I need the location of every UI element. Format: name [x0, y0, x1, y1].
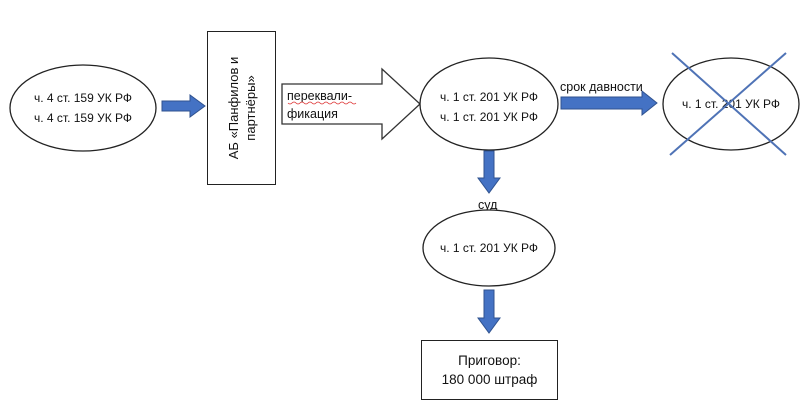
- spellcheck-squiggle: [287, 101, 357, 105]
- requalification-label-line1: переквали-: [287, 89, 352, 103]
- requalification-arrow: [281, 67, 421, 141]
- verdict-amount: 180 000 штраф: [441, 372, 538, 387]
- law-firm-label-line1: АБ «Панфилов и: [225, 56, 241, 160]
- limitation-arrow: [560, 89, 658, 117]
- requalification-label-line2: фикация: [287, 107, 338, 121]
- expired-ellipse: [662, 57, 800, 151]
- cross-line-b: [669, 52, 787, 156]
- court-ellipse: [422, 209, 556, 287]
- expired-ellipse-text: ч. 1 ст. 201 УК РФ: [682, 97, 780, 111]
- requalified-ellipse-line1: ч. 1 ст. 201 УК РФ: [440, 90, 538, 104]
- verdict-arrow: [477, 289, 501, 334]
- arrow-to-law-firm: [161, 94, 206, 118]
- limitation-label: срок давности: [560, 80, 643, 94]
- law-firm-box: АБ «Панфилов и партнёры»: [207, 31, 276, 185]
- verdict-title: Приговор:: [458, 353, 521, 368]
- court-arrow: [477, 150, 501, 194]
- requalified-ellipse: [419, 57, 559, 151]
- court-label: суд: [478, 198, 498, 212]
- start-ellipse-line2: ч. 4 ст. 159 УК РФ: [34, 111, 132, 125]
- law-firm-label: АБ «Панфилов и партнёры»: [225, 33, 259, 183]
- court-ellipse-text: ч. 1 ст. 201 УК РФ: [440, 241, 538, 255]
- law-firm-label-line2: партнёры»: [242, 75, 258, 141]
- requalified-ellipse-line2: ч. 1 ст. 201 УК РФ: [440, 110, 538, 124]
- start-ellipse-line1: ч. 4 ст. 159 УК РФ: [34, 91, 132, 105]
- start-ellipse: [9, 64, 157, 152]
- verdict-box: Приговор: 180 000 штраф: [421, 340, 558, 400]
